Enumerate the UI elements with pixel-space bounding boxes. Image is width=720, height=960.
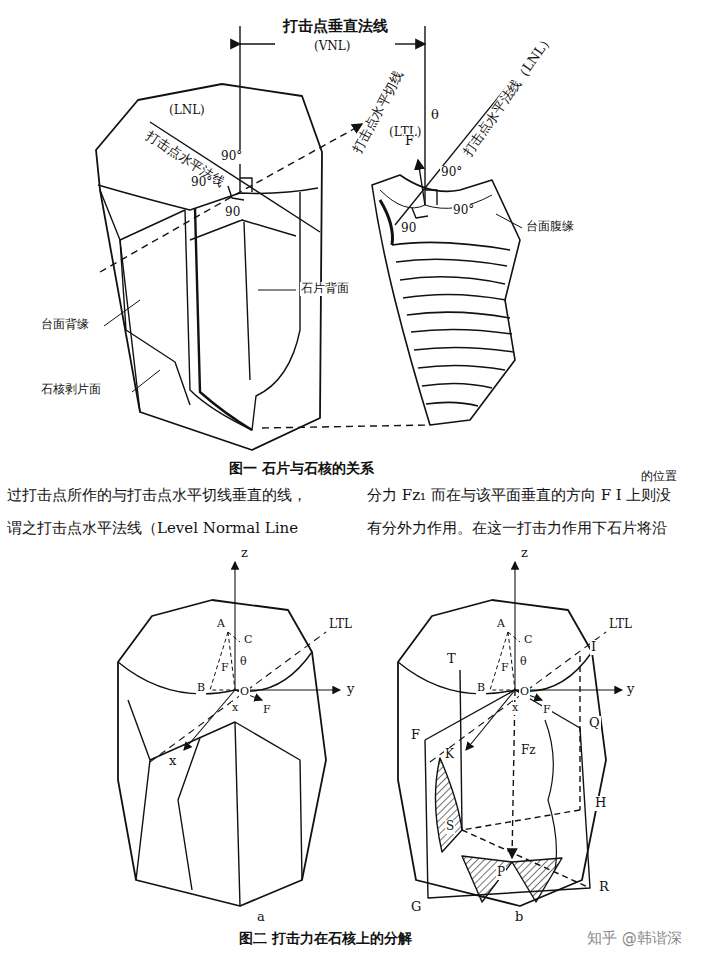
part-label: G [410,900,422,915]
figure-caption: 打击点垂直法线 [282,18,389,35]
part-label: F [500,662,510,675]
part-label: θ [239,656,248,669]
part-label: F [542,704,552,717]
part-label: 打击点水平切线 [350,68,407,157]
part-label: z [520,546,529,561]
part-label: O [519,686,530,699]
part-label: B [196,682,206,695]
part-label: 90° [190,176,213,190]
part-label: 打击点水平法线（LNL） [460,31,557,161]
part-label: F [404,134,415,149]
part-label: 石片背面 [300,282,350,296]
part-label: (LNL) [168,104,206,118]
part-label: 石核剥片面 [40,383,102,397]
part-label: 90° [220,150,243,164]
part-label: A [216,618,226,631]
part-label: LTL [608,618,633,632]
part-label: F [410,728,421,743]
part-label: T [446,652,457,667]
body-text: 知乎 @韩谐深 [586,930,683,947]
part-label: 90° [452,204,475,218]
part-label: A [496,618,506,631]
part-label: y [626,682,635,697]
part-label: Q [588,716,601,731]
part-label: x [168,754,177,769]
part-label: C [243,634,253,647]
part-label: S [445,820,455,834]
part-label: Fz [520,744,537,758]
body-text: 过打击点所作的与打击点水平切线垂直的线， [6,487,308,504]
part-label: a [256,910,266,925]
part-label: θ [519,656,528,669]
body-text: 有分外力作用。在这一打击力作用下石片将沿 [366,520,668,537]
part-label: (VNL) [313,40,352,54]
part-label: I [590,640,597,655]
part-label: F [262,704,272,717]
part-label: z [240,546,249,561]
part-label: F [220,662,230,675]
figure-caption: 图一 石片与石核的关系 [228,460,375,476]
part-label: B [476,682,486,695]
figure-caption: 图二 打击力在石核上的分解 [238,930,413,946]
part-label: LTL [328,618,353,632]
body-text: 分力 Fz₁ 而在与该平面垂直的方向 F I 上则没 [366,487,673,504]
part-label: O [239,686,250,699]
part-label: 的位置 [640,470,678,484]
part-label: 台面腹缘 [525,220,575,234]
part-label: 90 [224,206,241,220]
part-label: y [346,682,355,697]
part-label: R [598,880,610,895]
part-label: 打击点水平法线 [142,128,228,191]
part-label: H [594,796,607,811]
part-label: x [511,702,519,715]
part-label: x [231,702,239,715]
part-label: C [523,634,533,647]
part-label: b [514,910,524,925]
body-text: 谓之打击点水平法线（Level Normal Line [6,520,299,537]
part-label: θ [430,108,440,123]
part-label: 90° [440,166,463,180]
part-label: 台面背缘 [40,318,90,332]
part-label: P [496,866,506,880]
part-label: K [444,748,455,762]
part-label: 90 [400,222,417,236]
